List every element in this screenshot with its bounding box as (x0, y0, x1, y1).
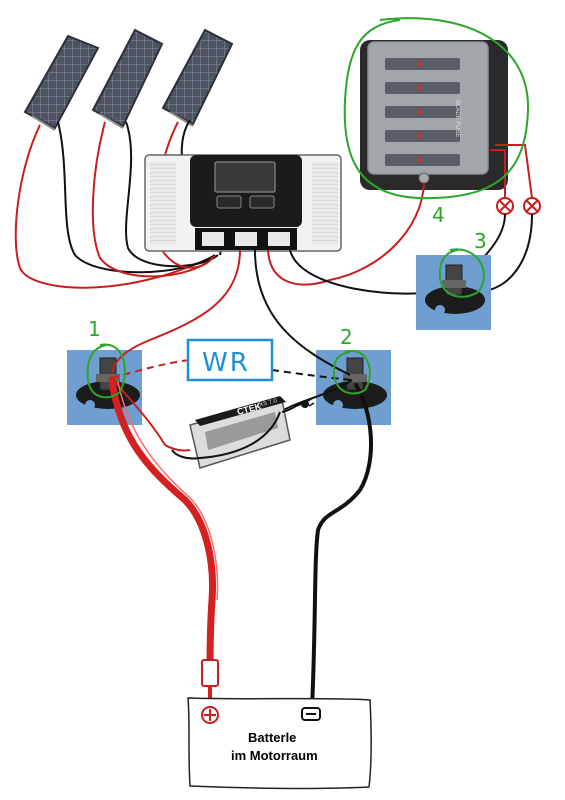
controller-to-stud2-black-wire (254, 249, 351, 376)
main-negative-cable (310, 383, 373, 710)
solar-panel-icon (23, 34, 100, 130)
fuse-lid-label: BLADE FUSE (454, 100, 460, 137)
fuse-to-lamp2-wire (495, 144, 533, 199)
controller-fins-right (312, 162, 338, 244)
fusebox-highlight-circle (343, 17, 530, 200)
battery-label-line2: im Motorraum (231, 748, 318, 763)
fuse-indicators (418, 62, 422, 162)
green-annotations (86, 17, 530, 399)
fusebox-feed-wire (267, 182, 425, 286)
inverter-label: WR (202, 348, 250, 378)
solar-panel-1 (23, 34, 100, 131)
stud1-number: 1 (88, 317, 101, 341)
terminal-solar (202, 232, 224, 246)
stud2-to-charger-black-wire (279, 379, 353, 413)
inverter-annotation: WR (111, 338, 353, 382)
charger-black-clamp-wire (171, 411, 281, 460)
fuse-rows (385, 58, 460, 166)
terminal-load (268, 232, 290, 246)
bus-stud-3 (416, 255, 491, 330)
panel-frame-edge (31, 115, 56, 131)
solar-panel-2 (91, 28, 164, 129)
charger-mains-cable (281, 403, 303, 413)
stud1-highlight-circle (86, 343, 126, 399)
lamp-1 (496, 197, 514, 215)
battery-icon (187, 697, 372, 790)
main-positive-cable (108, 376, 216, 672)
charger-model-label: MXS 7.0 (254, 398, 278, 410)
panel1-red-wire (14, 124, 211, 289)
fuse-box-ground-screw (418, 172, 430, 184)
charger-red-clamp-wire (164, 444, 191, 452)
fuse-to-lamp1-wire (490, 149, 506, 198)
inverter-red-dashed-wire (111, 359, 191, 379)
solar-panel-icon (91, 28, 164, 128)
inverter-box (186, 338, 274, 382)
solar-panel-icon (161, 28, 234, 126)
battery-positive-terminal (201, 706, 219, 724)
controller-button-right (249, 195, 275, 209)
charger-top (195, 396, 286, 426)
battery-negative-terminal (301, 707, 321, 721)
battery-charger: CTEK MXS 7.0 (164, 396, 315, 469)
controller-button-left (216, 195, 242, 209)
stud2-number: 2 (340, 325, 353, 349)
stud3-number: 3 (474, 229, 487, 253)
stud1-to-charger-red-wire (111, 377, 166, 446)
charge-controller (144, 154, 342, 252)
controller-battery-wires (111, 249, 353, 446)
mains-plug-icon (301, 397, 315, 408)
inverter-black-dashed-wire (271, 369, 353, 381)
bus-stud-2 (316, 350, 391, 425)
stud3-highlight-circle (438, 248, 485, 298)
battery: Batterle im Motorraum (187, 697, 372, 790)
panel-frame-edge (99, 113, 124, 129)
controller-fins-left (150, 162, 176, 244)
fuse-holder-icon (201, 659, 219, 687)
controller-to-stud1-red-wire (111, 249, 241, 373)
controller-display (214, 161, 276, 193)
fusebox-number: 4 (432, 203, 445, 227)
stud2-highlight-circle (332, 349, 371, 395)
main-cables (108, 376, 373, 710)
bus-stud-1 (67, 350, 142, 425)
green-numbers: 1 2 3 4 (88, 203, 487, 349)
battery-label-line1: Batterle (248, 730, 296, 745)
main-positive-cable-edge (117, 381, 219, 601)
solar-panel-3 (161, 28, 234, 127)
panel2-red-wire (91, 121, 213, 278)
terminal-battery (235, 232, 257, 246)
fuse-box: BLADE FUSE (360, 40, 508, 190)
panel2-black-wire (125, 121, 219, 268)
lamp-2 (523, 197, 541, 215)
panel1-black-wire (57, 121, 216, 274)
panel-frame-edge (169, 111, 194, 127)
charger-face-panel (205, 412, 278, 450)
